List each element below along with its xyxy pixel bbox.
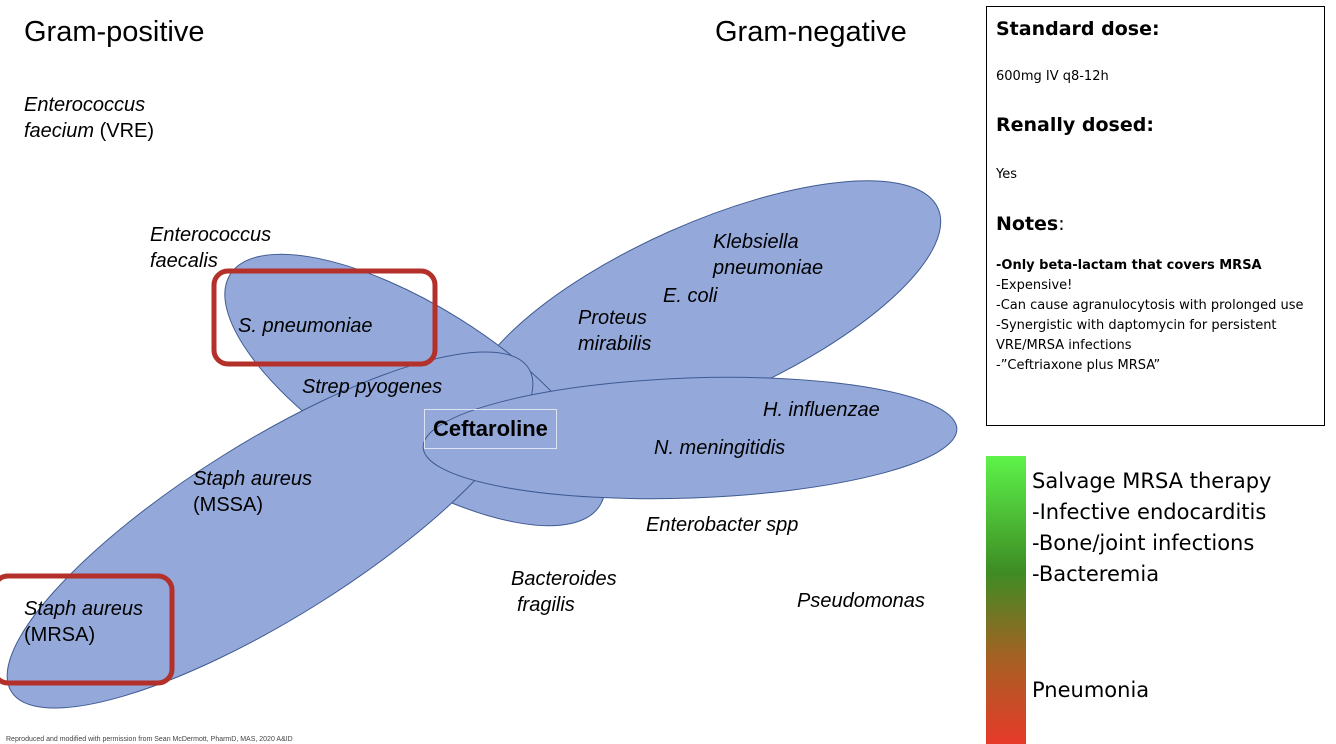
staph-ellipse — [6, 351, 534, 709]
gram-positive-header: Gram-positive — [24, 16, 205, 48]
e-coli-label: E. coli — [663, 285, 718, 307]
note-item: -Can cause agranulocytosis with prolonge… — [996, 298, 1304, 313]
enterococcus-faecalis-label: Enterococcus faecalis — [150, 224, 272, 272]
clinical-uses-list: Salvage MRSA therapy -Infective endocard… — [1032, 466, 1271, 590]
mssa-label: Staph aureus (MSSA) — [193, 468, 312, 516]
enterobacter-label: Enterobacter spp — [646, 514, 799, 536]
use-item: -Bone/joint infections — [1032, 531, 1255, 555]
gram-negative-header: Gram-negative — [715, 16, 907, 48]
standard-dose-heading: Standard dose: — [996, 18, 1160, 40]
note-item: -Only beta-lactam that covers MRSA — [996, 258, 1262, 273]
klebsiella-label: Klebsiella pneumoniae — [713, 231, 824, 279]
pseudomonas-label: Pseudomonas — [797, 590, 925, 612]
attribution-footer: Reproduced and modified with permission … — [6, 736, 293, 743]
use-item: -Bacteremia — [1032, 562, 1160, 586]
n-meningitidis-label: N. meningitidis — [654, 437, 786, 459]
enterococcus-faecium-label: Enterococcus faecium (VRE) — [24, 94, 155, 142]
use-item: Salvage MRSA therapy — [1032, 469, 1272, 493]
haemophilus-ellipse — [422, 376, 958, 500]
ceftaroline-center-label: Ceftaroline — [424, 409, 557, 449]
note-item: -”Ceftriaxone plus MRSA” — [996, 358, 1161, 373]
mrsa-label: Staph aureus (MRSA) — [24, 598, 143, 646]
drug-info-panel: Standard dose: 600mg IV q8-12h Renally d… — [986, 6, 1325, 426]
s-pneumoniae-label: S. pneumoniae — [238, 315, 373, 337]
bacteroides-label: Bacteroides fragilis — [511, 568, 617, 616]
pneumonia-label: Pneumonia — [1032, 678, 1150, 702]
notes-heading: Notes: — [996, 213, 1065, 235]
s-pneumoniae-highlight-box — [211, 268, 438, 367]
h-influenzae-label: H. influenzae — [763, 399, 880, 421]
renally-dosed-heading: Renally dosed: — [996, 114, 1154, 136]
use-item: -Infective endocarditis — [1032, 500, 1267, 524]
strep-pyogenes-label: Strep pyogenes — [302, 376, 443, 398]
therapy-gradient-bar — [986, 456, 1026, 744]
mrsa-highlight-box — [0, 573, 175, 686]
note-item: -Synergistic with daptomycin for persist… — [996, 318, 1277, 353]
renally-dosed-value: Yes — [996, 167, 1017, 182]
note-item: -Expensive! — [996, 278, 1073, 293]
proteus-label: Proteus mirabilis — [578, 307, 652, 355]
standard-dose-value: 600mg IV q8-12h — [996, 69, 1109, 84]
